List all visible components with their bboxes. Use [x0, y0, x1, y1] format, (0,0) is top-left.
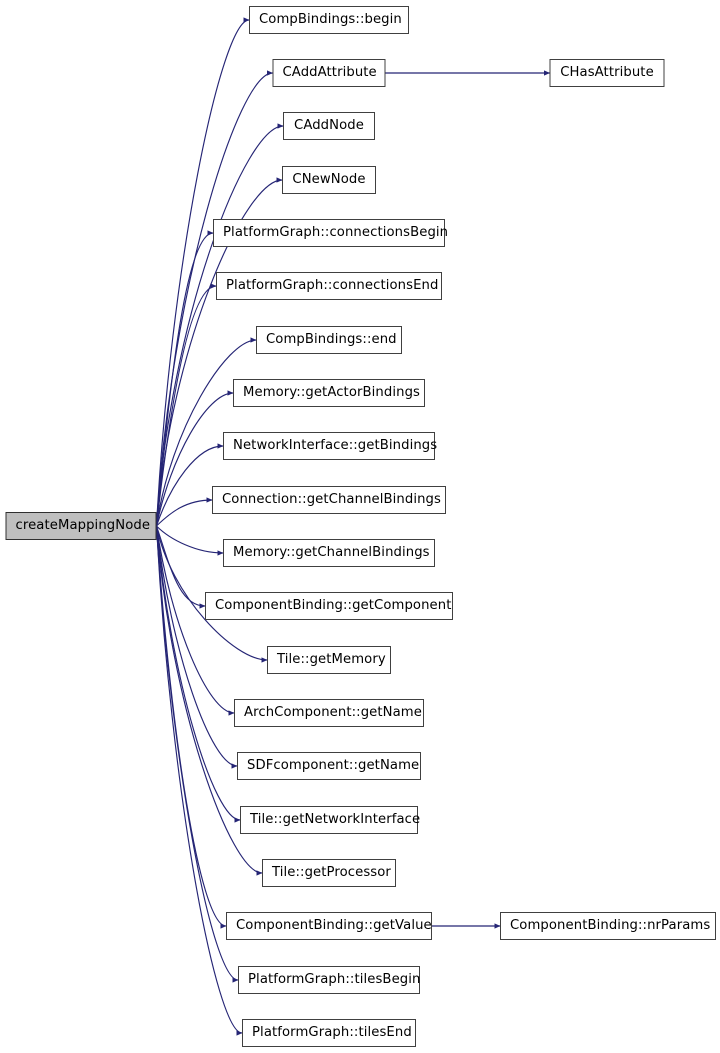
- graph-node[interactable]: ComponentBinding::getValue: [226, 912, 432, 940]
- graph-node-label: Memory::getChannelBindings: [233, 545, 430, 560]
- graph-node[interactable]: SDFcomponent::getName: [237, 752, 421, 780]
- graph-node-label: PlatformGraph::connectionsBegin: [223, 225, 449, 240]
- graph-node-label: createMappingNode: [15, 518, 151, 533]
- graph-node[interactable]: Connection::getChannelBindings: [212, 486, 446, 514]
- graph-node[interactable]: CHasAttribute: [549, 59, 665, 87]
- graph-node[interactable]: PlatformGraph::connectionsBegin: [213, 219, 449, 247]
- graph-node[interactable]: CAddAttribute: [272, 59, 386, 87]
- graph-node[interactable]: PlatformGraph::connectionsEnd: [216, 272, 442, 300]
- graph-node[interactable]: ArchComponent::getName: [234, 699, 424, 727]
- graph-node[interactable]: Tile::getNetworkInterface: [240, 806, 421, 834]
- graph-node-source[interactable]: createMappingNode: [5, 512, 157, 540]
- graph-node-label: SDFcomponent::getName: [247, 758, 420, 773]
- graph-node[interactable]: PlatformGraph::tilesEnd: [242, 1019, 416, 1047]
- graph-edge: [155, 230, 214, 527]
- graph-edge: [155, 525, 206, 609]
- graph-node-label: ComponentBinding::getValue: [236, 918, 432, 933]
- graph-node-label: PlatformGraph::tilesEnd: [252, 1025, 412, 1040]
- graph-node-label: NetworkInterface::getBindings: [233, 438, 438, 453]
- graph-node-label: PlatformGraph::tilesBegin: [248, 972, 421, 987]
- graph-edge: [155, 525, 227, 929]
- graph-node-label: CompBindings::end: [266, 332, 397, 347]
- graph-node-label: Connection::getChannelBindings: [222, 492, 442, 507]
- graph-node-label: CHasAttribute: [560, 65, 654, 80]
- graph-edge: [156, 525, 224, 556]
- graph-node-label: Tile::getMemory: [277, 652, 386, 667]
- graph-node[interactable]: Tile::getMemory: [267, 646, 391, 674]
- graph-node-label: ComponentBinding::getComponent: [215, 598, 452, 613]
- graph-node-label: CompBindings::begin: [259, 12, 402, 27]
- graph-node[interactable]: Memory::getActorBindings: [233, 379, 425, 407]
- graph-node[interactable]: Memory::getChannelBindings: [223, 539, 435, 567]
- graph-node[interactable]: NetworkInterface::getBindings: [223, 432, 438, 460]
- graph-node-label: CNewNode: [292, 172, 366, 187]
- graph-node[interactable]: CompBindings::end: [256, 326, 402, 354]
- graph-edge: [155, 283, 217, 527]
- graph-node-label: Tile::getNetworkInterface: [250, 812, 421, 827]
- graph-node-label: CAddAttribute: [282, 65, 377, 80]
- graph-node[interactable]: ComponentBinding::nrParams: [500, 912, 716, 940]
- graph-node[interactable]: CAddNode: [283, 112, 375, 140]
- graph-node-label: PlatformGraph::connectionsEnd: [226, 278, 439, 293]
- graph-node[interactable]: CNewNode: [282, 166, 376, 194]
- graph-node-label: ArchComponent::getName: [244, 705, 422, 720]
- graph-edge: [155, 525, 241, 823]
- graph-edge: [156, 497, 213, 527]
- graph-node-label: CAddNode: [294, 118, 364, 133]
- graph-node-label: Memory::getActorBindings: [243, 385, 421, 400]
- graph-node[interactable]: ComponentBinding::getComponent: [205, 592, 453, 620]
- graph-node[interactable]: Tile::getProcessor: [262, 859, 396, 887]
- graph-node-label: Tile::getProcessor: [272, 865, 391, 880]
- graph-node[interactable]: CompBindings::begin: [249, 6, 409, 34]
- graph-node-label: ComponentBinding::nrParams: [510, 918, 711, 933]
- graph-node[interactable]: PlatformGraph::tilesBegin: [238, 966, 420, 994]
